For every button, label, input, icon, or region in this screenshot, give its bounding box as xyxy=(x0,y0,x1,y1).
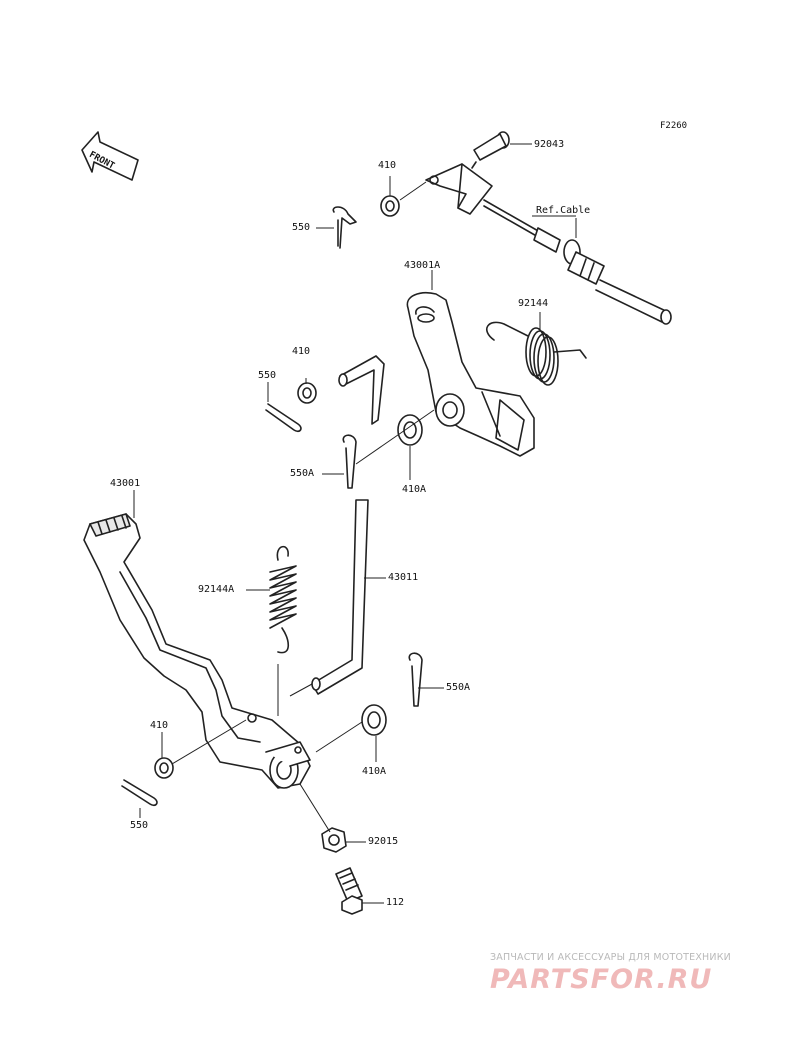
brake-pedal-43001 xyxy=(83,513,311,789)
label-92043: 92043 xyxy=(534,139,565,150)
label-92015: 92015 xyxy=(368,836,399,847)
label-550-top: 550 xyxy=(292,222,311,233)
cotter-pin-550-mid xyxy=(265,403,302,433)
watermark-logo: PARTSFOR.RU xyxy=(490,964,713,995)
watermark-tagline: ЗАПЧАСТИ И АКСЕССУАРЫ ДЛЯ МОТОТЕХНИКИ xyxy=(490,952,731,963)
diagram-code: F2260 xyxy=(660,121,688,131)
label-410-top: 410 xyxy=(378,160,397,171)
cotter-pin-550a-low xyxy=(408,652,423,707)
bolt-112 xyxy=(335,867,363,915)
nut-92015 xyxy=(321,827,347,853)
washer-410-low xyxy=(154,757,174,779)
label-410-mid: 410 xyxy=(292,346,311,357)
label-43001: 43001 xyxy=(110,478,141,489)
torsion-spring-92144 xyxy=(486,321,587,386)
spring-92144a xyxy=(269,545,297,654)
label-550-mid: 550 xyxy=(258,370,277,381)
washer-410a-low xyxy=(361,704,387,736)
label-550a-low: 550A xyxy=(446,682,471,693)
label-410a-mid: 410A xyxy=(402,484,427,495)
brake-cable xyxy=(483,199,672,325)
washer-410-mid xyxy=(297,382,317,404)
label-410-low: 410 xyxy=(150,720,169,731)
washer-410-top xyxy=(380,195,400,217)
cotter-pin-550-low xyxy=(121,779,158,807)
label-43001a: 43001A xyxy=(404,260,441,271)
label-550a-mid: 550A xyxy=(290,468,315,479)
label-112: 112 xyxy=(386,897,405,908)
leader-lines xyxy=(133,143,577,904)
label-43011: 43011 xyxy=(388,572,419,583)
cotter-pin-550a-mid xyxy=(342,434,357,489)
clevis-pin-92043 xyxy=(471,131,510,169)
label-410a-low: 410A xyxy=(362,766,387,777)
brake-arm-43001a xyxy=(406,292,535,457)
cable-clevis xyxy=(425,163,493,215)
cotter-pin-550-top xyxy=(332,206,357,249)
washer-410a-mid xyxy=(397,414,423,446)
label-92144: 92144 xyxy=(518,298,549,309)
label-92144a: 92144A xyxy=(198,584,235,595)
label-550-low: 550 xyxy=(130,820,149,831)
front-arrow-icon xyxy=(81,131,139,181)
brake-rod-43011 xyxy=(311,499,369,695)
label-ref-cable: Ref.Cable xyxy=(536,205,591,216)
upper-rod-end xyxy=(338,355,385,425)
